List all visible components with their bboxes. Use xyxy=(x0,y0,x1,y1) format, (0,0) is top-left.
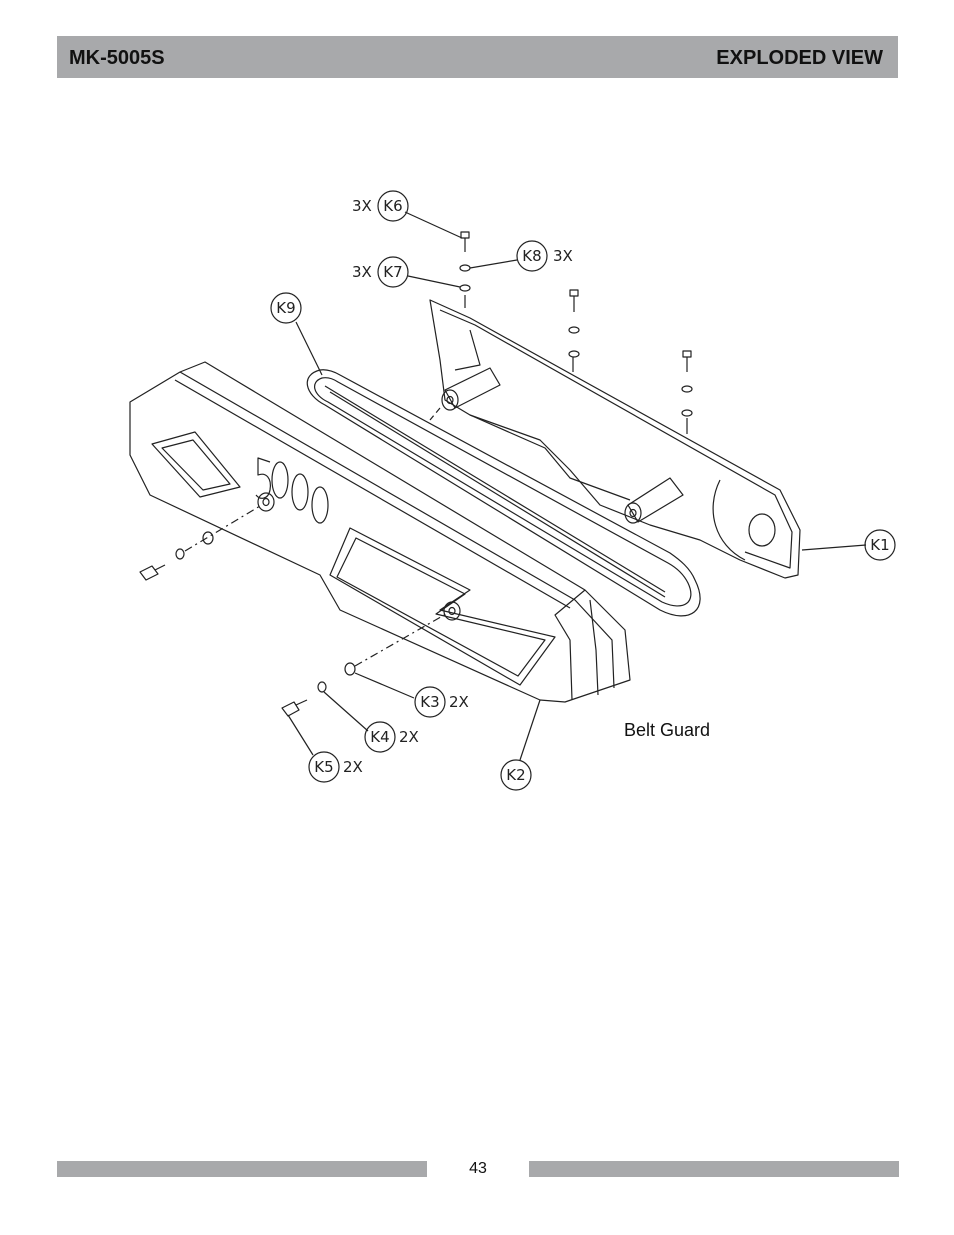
callout-k5: K5 xyxy=(314,758,333,776)
front-cover-part xyxy=(129,361,631,703)
callout-k6-qty: 3X xyxy=(352,197,372,215)
pin-part xyxy=(624,477,684,524)
callout-k1: K1 xyxy=(870,536,889,554)
section-title: EXPLODED VIEW xyxy=(716,47,883,69)
footer-bar-right xyxy=(529,1161,899,1177)
page-number: 43 xyxy=(469,1160,487,1177)
top-bolt-set xyxy=(429,231,693,421)
header-bar: MK-5005S EXPLODED VIEW xyxy=(57,36,898,78)
pin-part xyxy=(441,367,501,411)
callout-k8: K8 xyxy=(522,247,541,265)
footer-bar-left xyxy=(57,1161,427,1177)
callout-k8-qty: 3X xyxy=(553,247,573,265)
callout-k2: K2 xyxy=(506,766,525,784)
diagram-caption: Belt Guard xyxy=(624,720,711,740)
callout-k9: K9 xyxy=(276,299,295,317)
callout-k6: K6 xyxy=(383,197,402,215)
belt-part xyxy=(306,369,701,617)
back-plate-part xyxy=(429,295,801,579)
callout-k4-qty: 2X xyxy=(399,728,419,746)
callout-k7: K7 xyxy=(383,263,402,281)
callout-k4: K4 xyxy=(370,728,389,746)
callout-k3: K3 xyxy=(420,693,439,711)
callout-k7-qty: 3X xyxy=(352,263,372,281)
front-fastener-set xyxy=(139,505,261,581)
model-title: MK-5005S xyxy=(69,47,165,69)
lower-fastener-set xyxy=(281,613,447,717)
callout-k5-qty: 2X xyxy=(343,758,363,776)
callout-k3-qty: 2X xyxy=(449,693,469,711)
embossed-number xyxy=(255,457,329,524)
